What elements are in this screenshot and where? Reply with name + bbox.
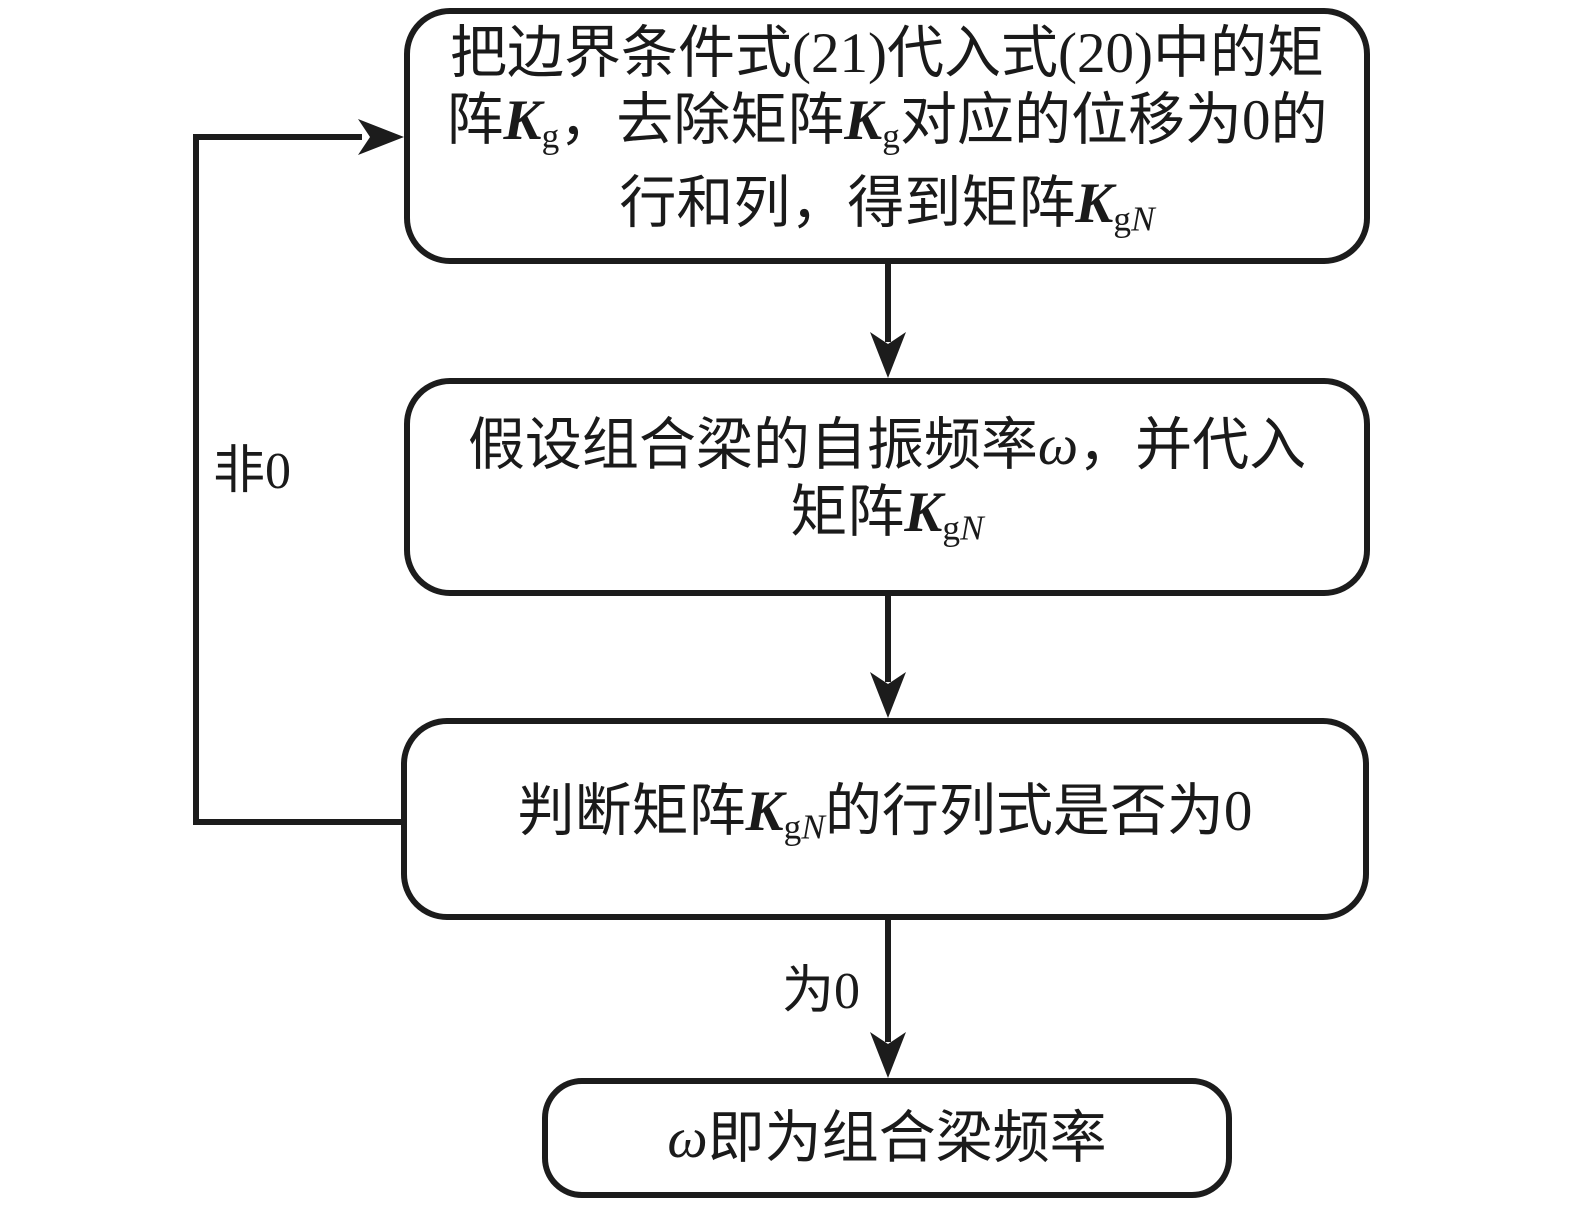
loop-arrow-step3-to-step1 bbox=[193, 119, 404, 825]
text-segment: ω bbox=[667, 1106, 708, 1170]
node-text-line: 把边界条件式(21)代入式(20)中的矩 bbox=[450, 20, 1324, 87]
flow-node-substitute-boundary-conditions: 把边界条件式(21)代入式(20)中的矩 阵Kg，去除矩阵Kg对应的位移为0的 … bbox=[404, 8, 1370, 264]
text-segment: N bbox=[1131, 198, 1155, 238]
text-segment: 的行列式是否为0 bbox=[824, 779, 1253, 843]
text-segment: K bbox=[904, 481, 943, 545]
text-segment: ω bbox=[1037, 414, 1079, 478]
text-segment: N bbox=[960, 508, 984, 548]
text-segment: K bbox=[745, 779, 784, 843]
text-segment: g bbox=[541, 116, 560, 156]
text-segment: 矩阵 bbox=[790, 481, 905, 545]
node-text-line: ω即为组合梁频率 bbox=[667, 1105, 1106, 1172]
text-segment: g bbox=[1113, 198, 1132, 238]
text-segment: 即为组合梁频率 bbox=[707, 1106, 1107, 1170]
text-segment: ，去除矩阵 bbox=[559, 89, 845, 153]
node-text-line: 假设组合梁的自振频率ω，并代入 bbox=[468, 412, 1306, 479]
text-segment: g bbox=[783, 807, 802, 847]
text-segment: g bbox=[882, 116, 900, 156]
text-segment: 对应的位移为0的 bbox=[899, 89, 1328, 153]
node-text-line: 阵Kg，去除矩阵Kg对应的位移为0的 bbox=[447, 87, 1328, 169]
arrow-step2-to-step3 bbox=[870, 594, 906, 718]
arrow-step1-to-step2 bbox=[870, 264, 906, 378]
node-text-line: 行和列，得到矩阵KgN bbox=[619, 170, 1154, 252]
branch-label-zero: 为0 bbox=[782, 963, 861, 1020]
text-segment: K bbox=[503, 89, 542, 153]
text-segment: K bbox=[1075, 171, 1114, 235]
text-segment: 行和列，得到矩阵 bbox=[619, 171, 1076, 235]
arrow-step3-to-step4 bbox=[870, 918, 906, 1078]
text-segment: N bbox=[801, 807, 825, 847]
text-segment: 把边界条件式(21)代入式(20)中的矩 bbox=[450, 22, 1324, 86]
node-text-line: 矩阵KgN bbox=[790, 479, 983, 561]
loop-label-not-zero: 非0 bbox=[213, 443, 292, 500]
flow-node-assume-natural-frequency: 假设组合梁的自振频率ω，并代入 矩阵KgN bbox=[404, 378, 1370, 596]
text-segment: 判断矩阵 bbox=[517, 779, 746, 843]
text-segment: 阵 bbox=[446, 89, 504, 153]
flow-node-result-frequency: ω即为组合梁频率 bbox=[542, 1078, 1232, 1198]
text-segment: 假设组合梁的自振频率 bbox=[467, 414, 1038, 478]
text-segment: ，并代入 bbox=[1078, 414, 1307, 478]
flow-node-check-determinant: 判断矩阵KgN的行列式是否为0 bbox=[401, 718, 1369, 920]
node-text-line: 判断矩阵KgN的行列式是否为0 bbox=[518, 778, 1253, 860]
text-segment: K bbox=[844, 89, 883, 153]
text-segment: g bbox=[942, 508, 961, 548]
